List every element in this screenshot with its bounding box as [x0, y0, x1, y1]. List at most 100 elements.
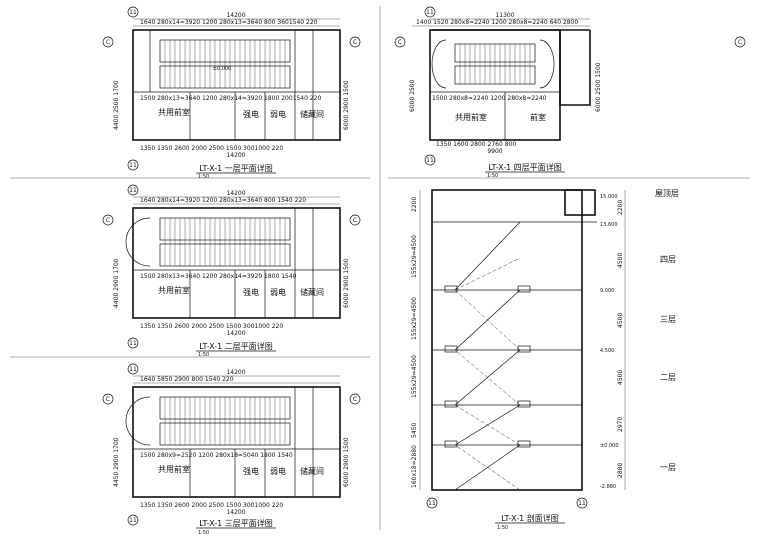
section-drawing: 2200 155x29=4500 155x29=4500 155x29=4500… [411, 189, 679, 531]
section-dim-left-6: 160x18=2880 [411, 445, 418, 488]
axis-label-left: C [398, 39, 402, 46]
plan-outline [429, 29, 561, 141]
dim-left: 4400 2900 1700 [113, 258, 120, 308]
dim-bottom-total: 14200 [226, 330, 245, 337]
axis-bubble-right [734, 36, 746, 48]
room-label-weak-power: 弱电 [270, 287, 286, 297]
plan-scale: 1:50 [198, 352, 209, 358]
dim-right: 6000 2900 1500 [343, 80, 350, 130]
floor-label-roof: 屋顶层 [655, 189, 679, 198]
dim-left: 4450 2900 1700 [113, 437, 120, 487]
axis-bubble-top [424, 6, 436, 18]
plan-scale: 1:50 [198, 174, 209, 180]
axis-label-top: 11 [129, 366, 137, 373]
axis-bubble-right [349, 36, 361, 48]
section-dim-right-2: 4500 [617, 253, 624, 268]
dim-mid-row: 1500 280x13=3640 1200 280x14=3920 1800 1… [140, 273, 297, 280]
axis-bubble-bottom [127, 337, 139, 349]
dim-bottom-total: 14200 [226, 509, 245, 516]
dim-top-row: 1640 5850 2900 800 1540 220 [140, 376, 234, 383]
axis-label-right: C [353, 217, 357, 224]
room-label-weak-power: 弱电 [270, 466, 286, 476]
dim-mid-row: 1500 280x8=2240 1200 280x8=2240 [432, 95, 547, 102]
axis-label-right: C [738, 39, 742, 46]
axis-bubble-bottom [424, 154, 436, 166]
level-4: 4.500 [600, 348, 614, 354]
room-label-lobby: 共用前室 [158, 464, 190, 474]
room-label-storage: 储藏间 [300, 287, 324, 297]
room-label-lobby: 共用前室 [158, 285, 190, 295]
dim-mid-row: 1500 280x13=3640 1200 280x14=3920 1800 2… [140, 95, 321, 102]
stair-curve-right [539, 39, 555, 89]
plan-title: LT-X-1 一层平面详图 [199, 163, 273, 173]
section-scale: 1:50 [497, 525, 508, 531]
floor-label-4: 四层 [660, 255, 676, 264]
plan-outline [132, 29, 341, 141]
dim-bottom-row: 1350 1350 2600 2000 2500 1500 3001000 22… [140, 502, 283, 509]
room-label-strong-power: 强电 [243, 109, 259, 119]
plan-title: LT-X-1 二层平面详图 [199, 341, 273, 351]
axis-bubble-left [102, 214, 114, 226]
level-6: -2.880 [600, 484, 616, 490]
stair-treads [164, 397, 286, 445]
section-dim-right-4: 4500 [617, 370, 624, 385]
axis-bubble-left [102, 393, 114, 405]
room-label-storage: 储藏间 [300, 466, 324, 476]
section-dim-right-5: 2970 [617, 417, 624, 432]
axis-bubble-right [349, 393, 361, 405]
room-label-strong-power: 强电 [243, 466, 259, 476]
section-dim-left-3: 155x29=4500 [411, 297, 418, 340]
axis-bubble-right [576, 497, 588, 509]
axis-label-left: 11 [428, 500, 436, 507]
axis-bubble-top [127, 184, 139, 196]
axis-label-top: 11 [129, 187, 137, 194]
section-dim-left-2: 155x29=4500 [411, 235, 418, 278]
axis-label-left: C [106, 39, 110, 46]
dim-top-row: 1640 280x14=3920 1200 280x13=3640 800 15… [140, 197, 306, 204]
dim-bottom-row: 1350 1350 2600 2000 2500 1500 3001000 22… [140, 145, 283, 152]
dim-top-total: 11300 [495, 12, 514, 19]
axis-bubble-left [394, 36, 406, 48]
floor-label-1: 一层 [660, 463, 676, 472]
section-parapet [564, 189, 596, 216]
axis-label-right: 11 [578, 500, 586, 507]
axis-label-bottom: 11 [129, 517, 137, 524]
stair-treads [164, 40, 286, 88]
dim-top-row: 1640 280x14=3920 1200 280x13=3640 800 36… [140, 19, 318, 26]
section-dim-left-5: 5450 [411, 423, 418, 438]
stair-treads [459, 44, 531, 84]
plan-outline [132, 207, 341, 319]
plan-floor-2: 11 C C 11 14200 1640 280x14=3920 1200 28… [102, 184, 361, 358]
plan-scale: 1:50 [487, 173, 498, 179]
axis-label-top: 11 [129, 9, 137, 16]
dim-bottom-row: 1350 1350 2600 2000 2500 1500 3001000 22… [140, 323, 283, 330]
axis-bubble-right [349, 214, 361, 226]
dim-left: 4400 2500 1700 [113, 80, 120, 130]
axis-bubble-top [127, 6, 139, 18]
dim-right: 6000 2500 1500 [595, 62, 602, 112]
stair-curve-left [125, 217, 151, 267]
dim-left: 6000 2500 [409, 79, 416, 112]
stair-curve-left [125, 396, 151, 446]
level-1: 15.000 [600, 194, 618, 200]
section-title: LT-X-1 剖面详图 [501, 513, 559, 523]
room-label-weak-power: 弱电 [270, 109, 286, 119]
axis-bubble-bottom [127, 159, 139, 171]
room-label-lobby: 共用前室 [158, 107, 190, 117]
plan-floor-3: 11 C C 11 14200 1640 5850 2900 800 1540 … [102, 363, 361, 536]
stair-treads [164, 218, 286, 266]
section-dim-right-3: 4500 [617, 313, 624, 328]
section-dim-right-6: 2880 [617, 463, 624, 478]
floor-label-3: 三层 [660, 315, 676, 324]
axis-bubble-left [426, 497, 438, 509]
section-dim-left-1: 2200 [411, 197, 418, 212]
plan-title: LT-X-1 四层平面详图 [488, 162, 562, 172]
axis-bubble-left [102, 36, 114, 48]
level-5: ±0.000 [600, 443, 619, 449]
dim-right: 6000 2900 1500 [343, 258, 350, 308]
axis-label-bottom: 11 [129, 162, 137, 169]
axis-bubble-top [127, 363, 139, 375]
dim-bottom-row: 1350 1600 2800 2760 800 [436, 141, 516, 148]
axis-label-right: C [353, 396, 357, 403]
